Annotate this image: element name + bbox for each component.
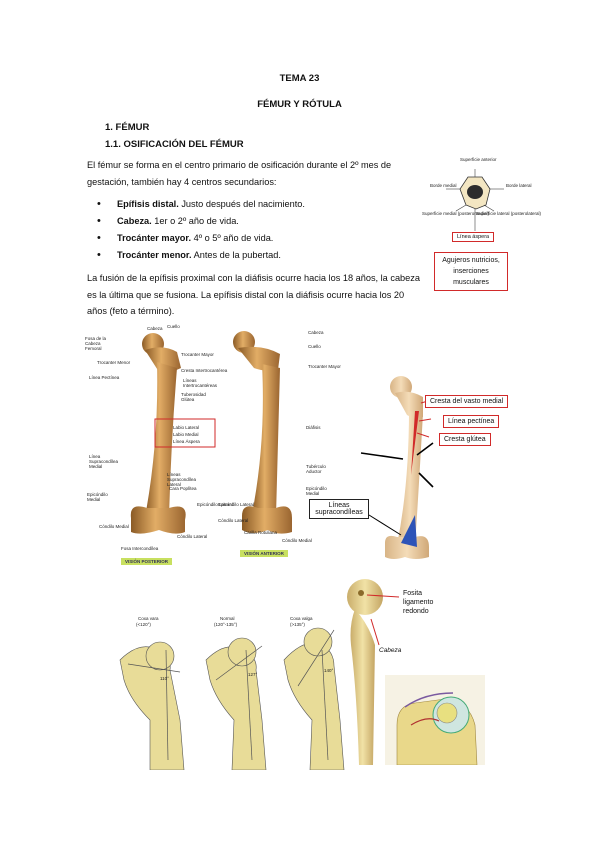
list-item: Trocánter mayor. 4º o 5º año de vida. bbox=[93, 230, 423, 247]
callout-cresta-vasto-medial: Cresta del vasto medial bbox=[425, 395, 509, 408]
subsection-heading: 1.1. OSIFICACIÓN DEL FÉMUR bbox=[105, 139, 244, 150]
caption-anterior: VISIÓN ANTERIOR bbox=[240, 550, 288, 557]
caption-posterior: VISIÓN POSTERIOR bbox=[121, 558, 173, 565]
label-borde-lateral: Borde lateral bbox=[506, 183, 532, 188]
cross-section-diagram bbox=[446, 169, 504, 231]
label-borde-medial: Borde medial bbox=[430, 183, 457, 188]
label-superficie-medial: Superficie medial (posteromedial) bbox=[422, 211, 490, 216]
ossification-list: Epífisis distal. Justo después del nacim… bbox=[93, 196, 423, 264]
linea-aspera-box: Línea áspera bbox=[452, 232, 495, 242]
femoral-head-drawing bbox=[347, 579, 485, 765]
neck-angle-drawing bbox=[119, 627, 345, 770]
posterior-femur-drawing bbox=[130, 333, 216, 534]
posterior-femur-figure: Fosa de la Cabeza Femoral Cabeza Cuello … bbox=[85, 322, 233, 572]
femoral-head-figure: Fosita ligamento redondo Cabeza bbox=[335, 575, 485, 765]
label-cabeza: Cabeza bbox=[379, 647, 402, 654]
section-heading: 1. FÉMUR bbox=[105, 122, 150, 133]
intro-paragraph: El fémur se forma en el centro primario … bbox=[87, 160, 392, 187]
callout-linea-pectinea: Línea pectínea bbox=[443, 415, 500, 428]
callout-lineas-supracondileas: Líneas supracondíleas bbox=[309, 499, 369, 519]
neck-angle-figure: Coxa vara (<120°) 110° Normal (120°-135°… bbox=[110, 610, 350, 770]
label-fosita: Fosita ligamento redondo bbox=[403, 590, 434, 615]
page-title: TEMA 23 bbox=[279, 73, 320, 84]
list-item: Trocánter menor. Antes de la pubertad. bbox=[93, 247, 423, 264]
anterior-femur-drawing bbox=[233, 331, 292, 534]
label-superficie-anterior: Superficie anterior bbox=[460, 157, 497, 162]
label-superficie-lateral: Superficie lateral (posterolateral) bbox=[476, 211, 542, 216]
anterior-femur-figure: Cabeza Cuello Trocanter Mayor Diáfisis T… bbox=[218, 322, 341, 572]
callout-cresta-glutea: Cresta glútea bbox=[439, 433, 491, 446]
page-subtitle: FÉMUR Y RÓTULA bbox=[257, 99, 342, 110]
list-item: Epífisis distal. Justo después del nacim… bbox=[93, 196, 423, 213]
nutrient-callout: Agujeros nutricios, inserciones muscular… bbox=[434, 252, 508, 291]
cross-section-figure: Superficie anterior Borde medial Borde l… bbox=[420, 155, 541, 305]
list-item: Cabeza. 1er o 2º año de vida. bbox=[93, 213, 423, 230]
fusion-paragraph: La fusión de la epífisis proximal con la… bbox=[87, 273, 420, 316]
labeled-femur-drawing bbox=[360, 376, 436, 559]
labeled-femur-figure: Cresta del vasto medial Línea pectínea C… bbox=[305, 375, 535, 565]
